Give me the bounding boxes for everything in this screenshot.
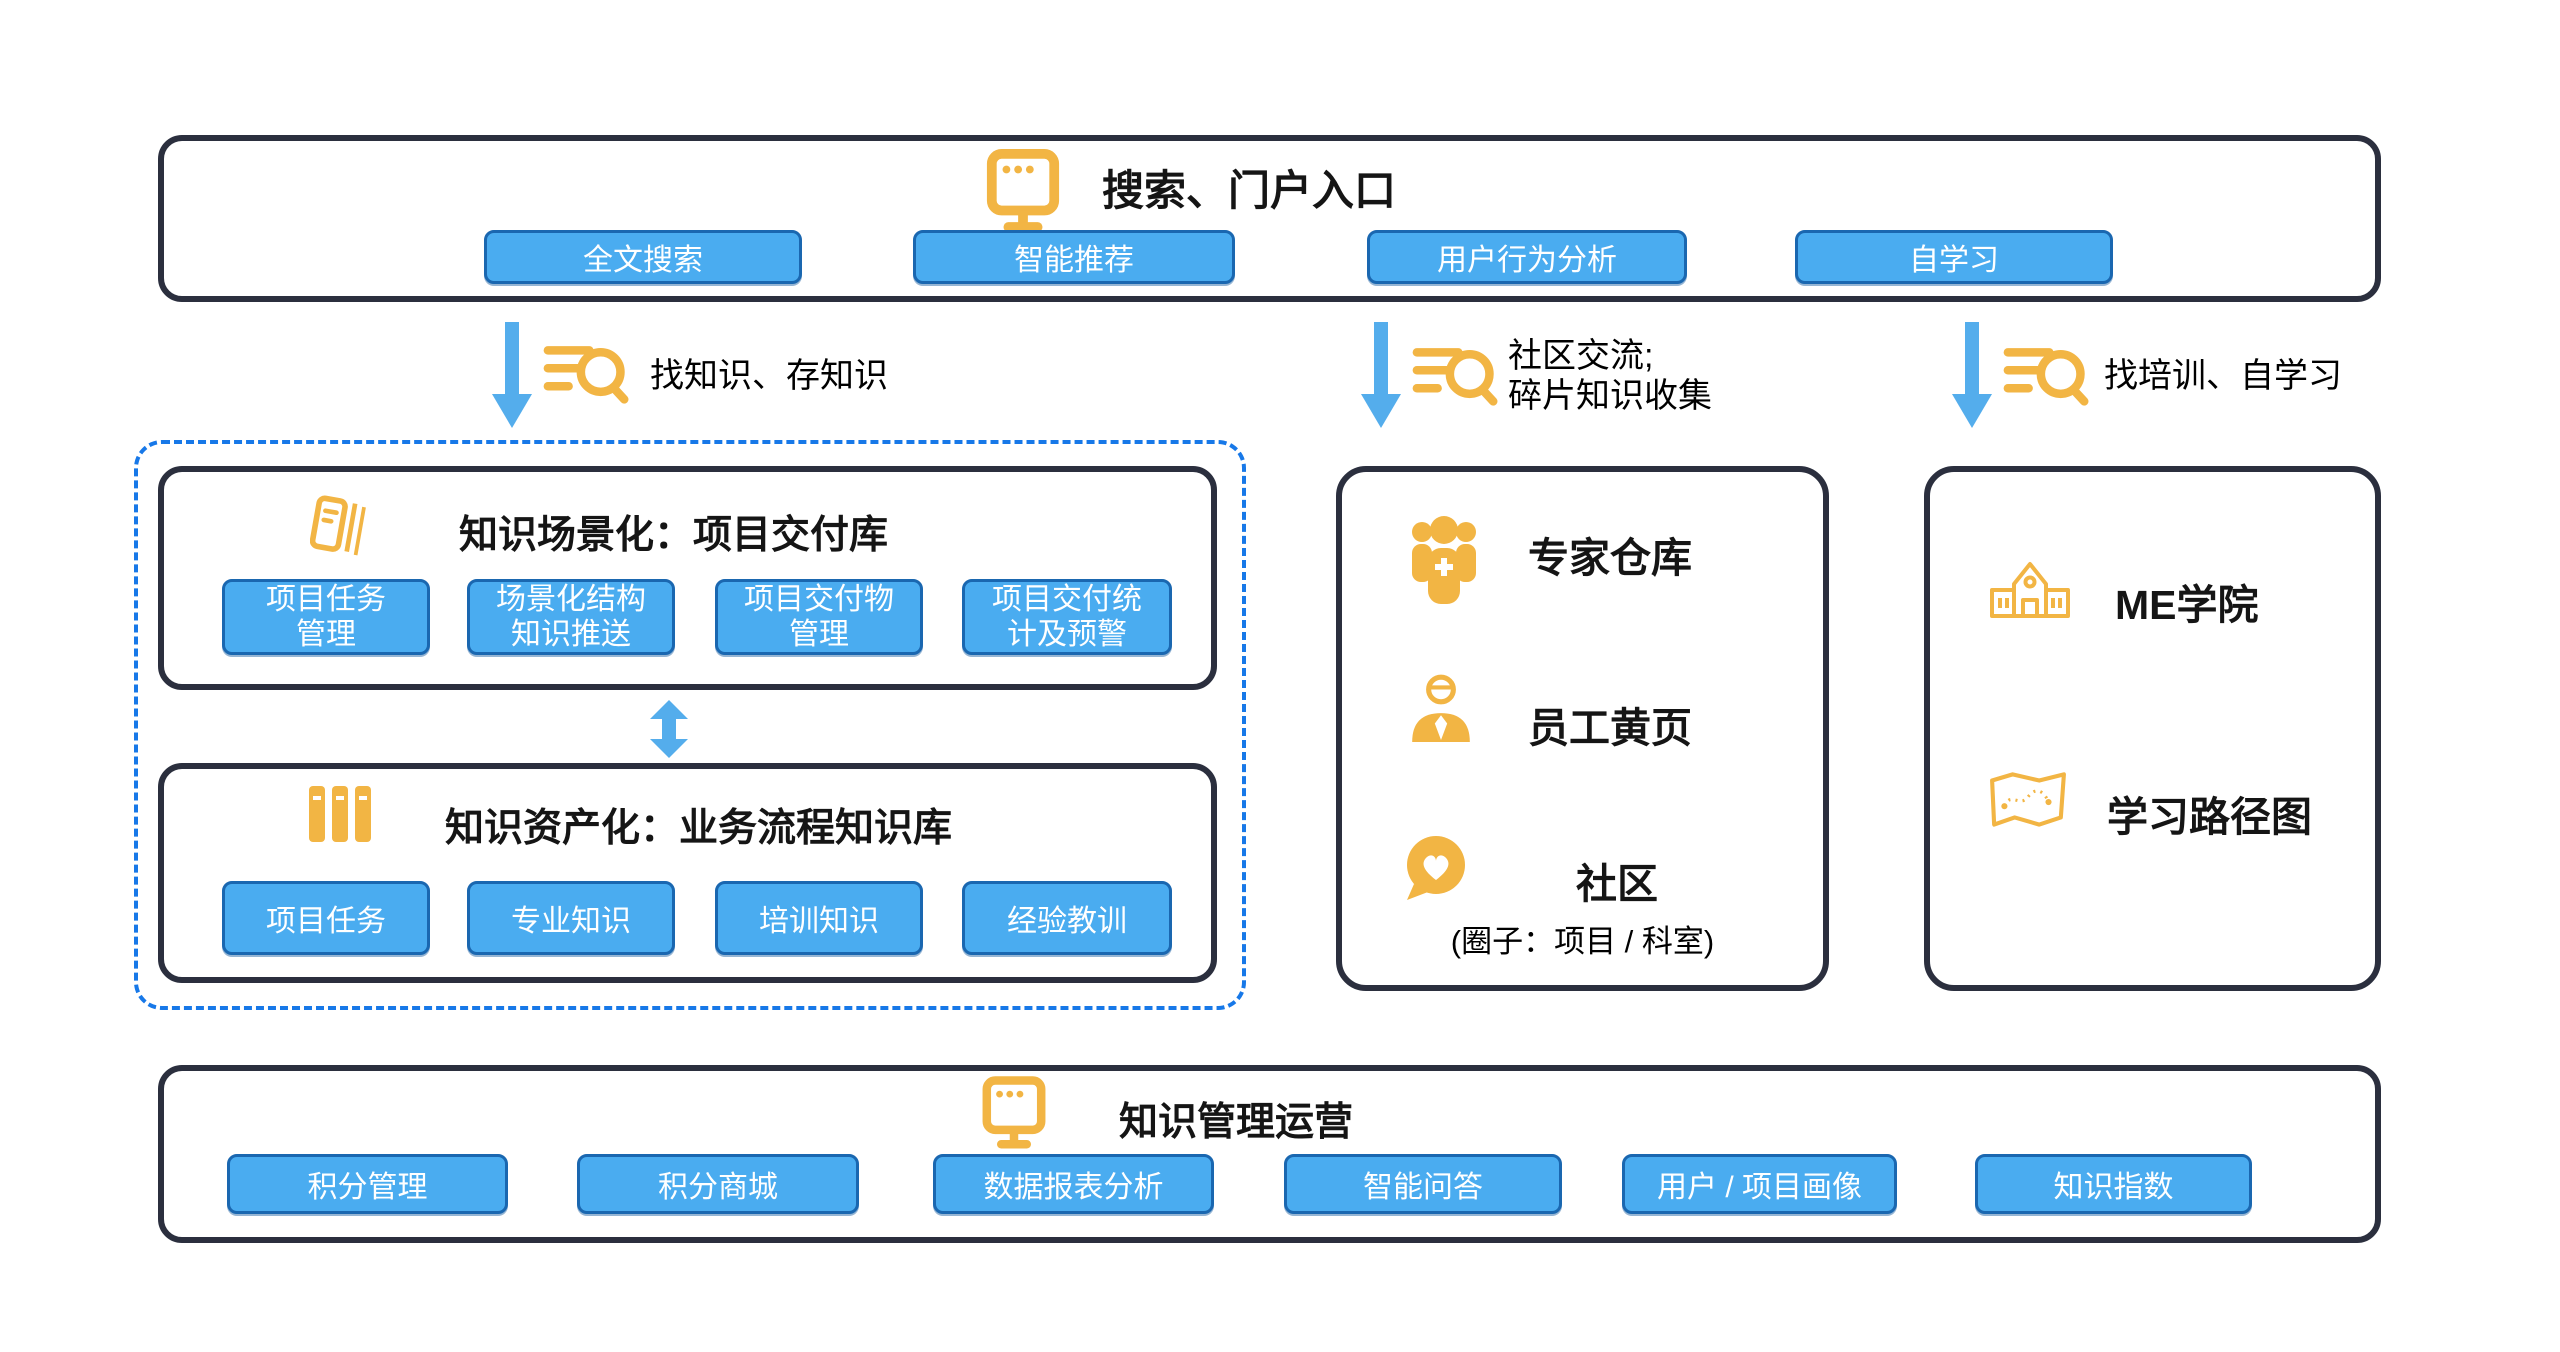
down-arrow-icon — [492, 322, 532, 428]
btn-points-mgmt[interactable]: 积分管理 — [227, 1154, 508, 1214]
flow-label-knowledge: 找知识、存知识 — [650, 357, 888, 395]
double-arrow-icon — [650, 700, 688, 758]
monitor-icon — [980, 1075, 1048, 1149]
asset-panel-title: 知识资产化：业务流程知识库 — [445, 807, 953, 850]
community-caption: (圈子：项目 / 科室) — [1450, 924, 1715, 959]
portal-panel: 搜索、门户入口 全文搜索 智能推荐 用户行为分析 自学习 — [158, 135, 2381, 302]
college-panel: ME学院 学习路径图 — [1924, 466, 2381, 991]
knowledge-base-dashed-group — [134, 440, 1246, 1010]
btn-full-text-search[interactable]: 全文搜索 — [484, 230, 802, 284]
flow-label-community: 社区交流; 碎片知识收集 — [1508, 337, 1712, 415]
learning-path-map-label: 学习路径图 — [2107, 794, 2312, 840]
btn-smart-qa[interactable]: 智能问答 — [1284, 1154, 1562, 1214]
operation-panel: 知识管理运营 积分管理 积分商城 数据报表分析 智能问答 用户 / 项目画像 知… — [158, 1065, 2381, 1243]
btn-data-report-analysis[interactable]: 数据报表分析 — [933, 1154, 1214, 1214]
operation-panel-title: 知识管理运营 — [1119, 1101, 1354, 1144]
expert-warehouse-label: 专家仓库 — [1528, 535, 1692, 581]
search-list-icon — [541, 340, 633, 406]
btn-points-mall[interactable]: 积分商城 — [577, 1154, 859, 1214]
team-icon — [1402, 506, 1486, 610]
search-list-icon — [1410, 342, 1502, 408]
scenario-panel-title: 知识场景化：项目交付库 — [459, 514, 889, 557]
books-icon — [307, 783, 373, 845]
btn-deliverable-mgmt[interactable]: 项目交付物 管理 — [715, 579, 923, 655]
down-arrow-icon — [1952, 322, 1992, 428]
community-label: 社区 — [1576, 861, 1658, 907]
businessman-icon — [1408, 672, 1474, 742]
btn-project-task[interactable]: 项目任务 — [222, 881, 430, 955]
me-college-label: ME学院 — [2115, 582, 2259, 628]
search-list-icon — [2001, 342, 2093, 408]
flow-label-training: 找培训、自学习 — [2104, 357, 2342, 395]
btn-training-knowledge[interactable]: 培训知识 — [715, 881, 923, 955]
btn-user-behavior-analysis[interactable]: 用户行为分析 — [1367, 230, 1687, 284]
expert-panel: 专家仓库 员工黄页 社区 (圈子：项目 / 科室) — [1336, 466, 1829, 991]
btn-delivery-stats-alert[interactable]: 项目交付统 计及预警 — [962, 579, 1172, 655]
btn-smart-recommend[interactable]: 智能推荐 — [913, 230, 1235, 284]
notebook-icon — [309, 492, 368, 558]
btn-scenario-knowledge-push[interactable]: 场景化结构 知识推送 — [467, 579, 675, 655]
chat-heart-icon — [1400, 834, 1470, 904]
btn-user-project-profile[interactable]: 用户 / 项目画像 — [1622, 1154, 1897, 1214]
down-arrow-icon — [1361, 322, 1401, 428]
btn-knowledge-index[interactable]: 知识指数 — [1975, 1154, 2252, 1214]
btn-self-learning[interactable]: 自学习 — [1795, 230, 2113, 284]
employee-yellow-pages-label: 员工黄页 — [1528, 705, 1692, 751]
btn-lessons-learned[interactable]: 经验教训 — [962, 881, 1172, 955]
map-icon — [1988, 770, 2068, 830]
monitor-icon — [984, 147, 1062, 233]
btn-professional-knowledge[interactable]: 专业知识 — [467, 881, 675, 955]
school-icon — [1988, 558, 2072, 620]
asset-panel: 知识资产化：业务流程知识库 项目任务 专业知识 培训知识 经验教训 — [158, 763, 1217, 983]
btn-project-task-mgmt[interactable]: 项目任务 管理 — [222, 579, 430, 655]
scenario-panel: 知识场景化：项目交付库 项目任务 管理 场景化结构 知识推送 项目交付物 管理 … — [158, 466, 1217, 690]
portal-title: 搜索、门户入口 — [1102, 167, 1397, 214]
